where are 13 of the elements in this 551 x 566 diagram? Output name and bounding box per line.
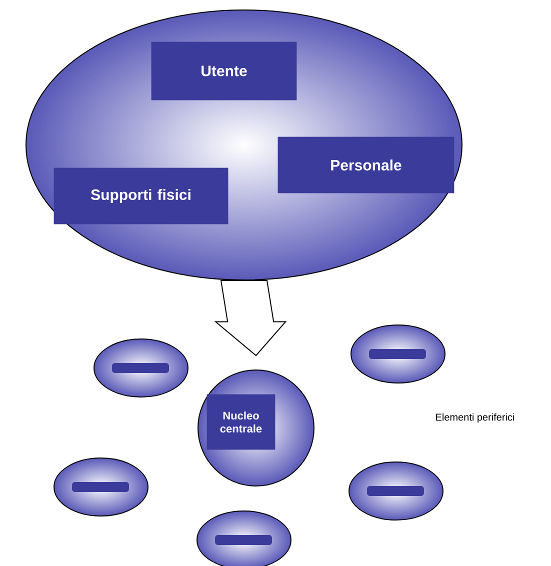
small-ellipse [196,510,292,566]
small-ellipse [94,338,188,398]
block-arrow [214,280,287,356]
small-ellipse [54,458,148,516]
text-box: Personale [278,136,454,194]
text-box: Utente [151,42,297,100]
circle-shape [198,370,314,486]
small-ellipse [348,462,444,520]
text-box: Nucleo centrale [206,394,276,450]
small-ellipse [350,324,446,384]
side-label: Elementi periferici [436,413,514,423]
text-box: Supporti fisici [54,168,228,224]
ellipse-shape [26,10,462,280]
